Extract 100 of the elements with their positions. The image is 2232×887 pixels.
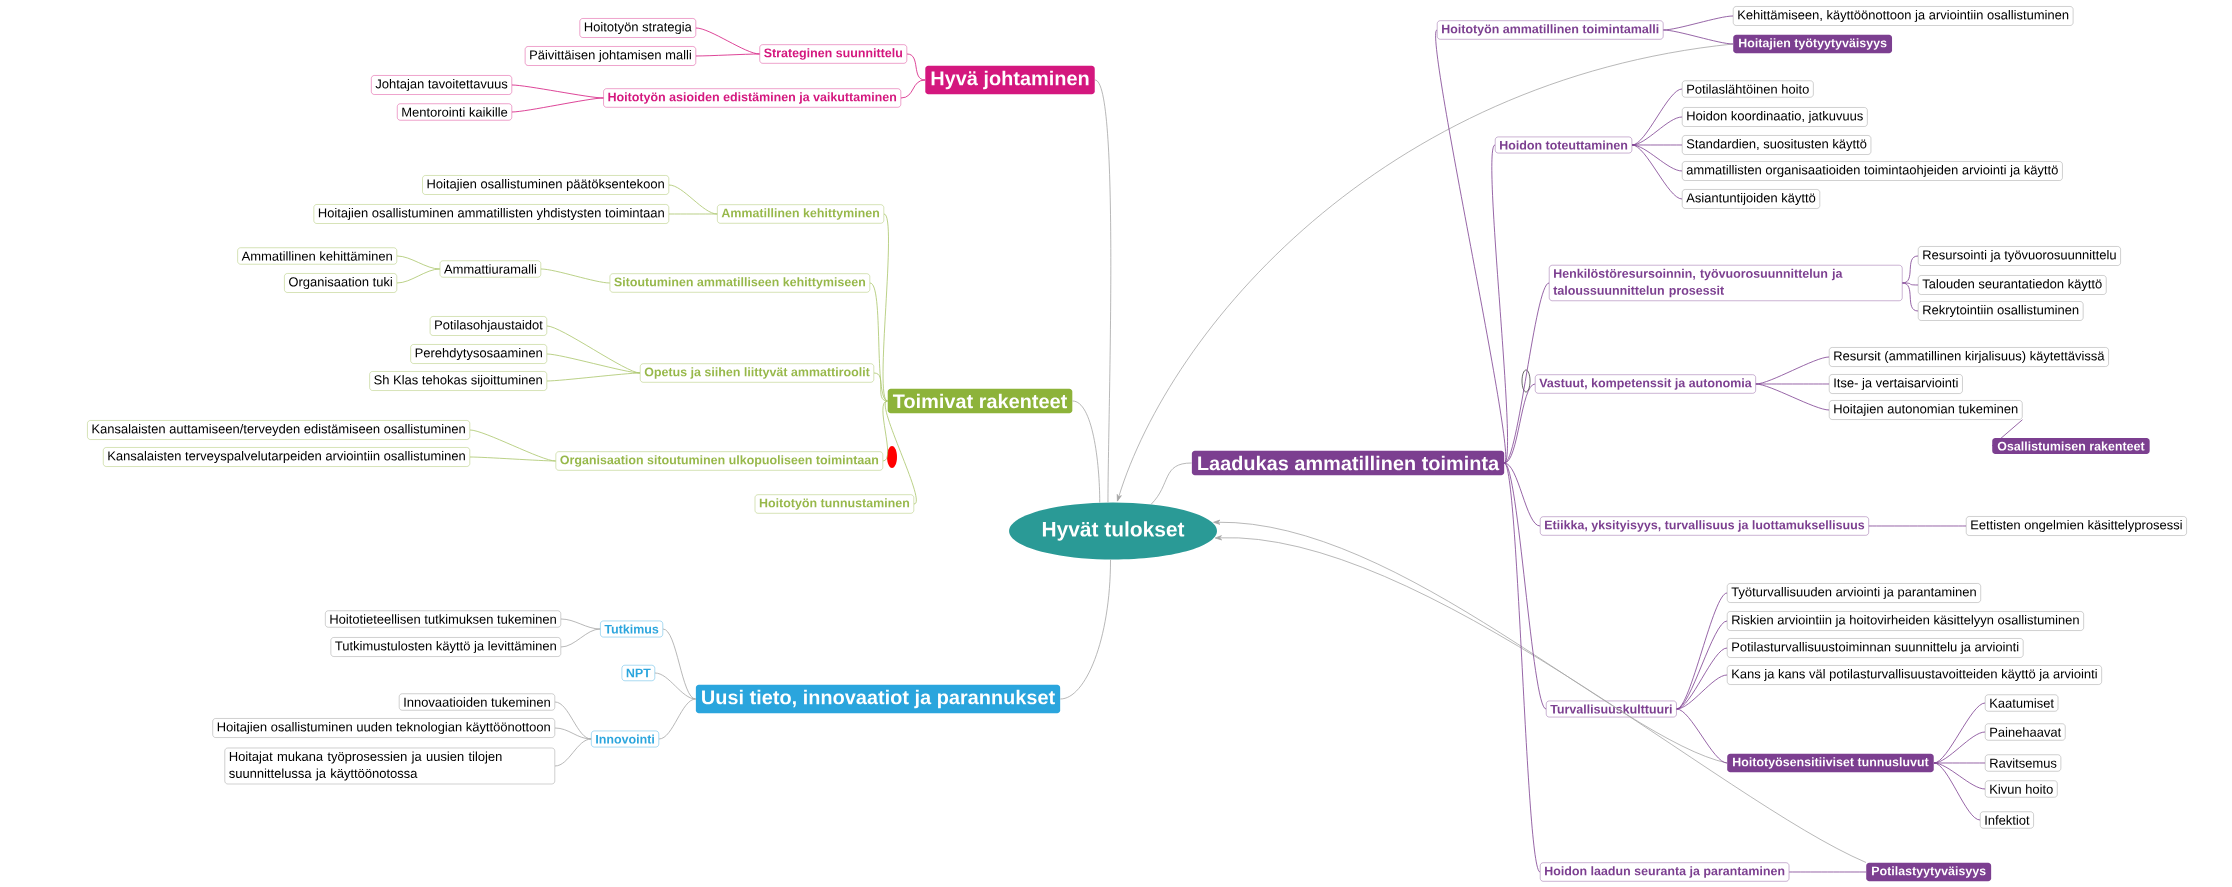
connector-line (884, 400, 917, 505)
connector-line (1663, 15, 1734, 31)
highlighted-topic-box: Potilastyytyväisyys (1866, 862, 1992, 882)
connector-line (1663, 29, 1734, 45)
topic-box: Ravitsemus (1985, 754, 2062, 772)
connector-line (654, 672, 697, 700)
highlighted-topic-box: Osallistumisen rakenteet (1992, 437, 2150, 455)
topic-box: Potilasohjaustaidot (429, 316, 547, 336)
connector-line (1676, 674, 1728, 710)
topic-box: Itse- ja vertaisarviointi (1829, 374, 1963, 394)
subtopic-box: Opetus ja siihen liittyvät ammattiroolit (640, 363, 874, 383)
topic-box: Perehdytysosaaminen (410, 344, 547, 364)
topic-box: Organisaation tuki (284, 273, 397, 293)
connector-line (1933, 762, 1986, 764)
connector-line (1503, 462, 1547, 710)
connector-line (560, 618, 601, 630)
subtopic-box: Hoidon toteuttaminen (1495, 136, 1633, 154)
connector-line (1676, 708, 1728, 764)
topic-box: Hoitajien osallistuminen ammatillisten yhdistysten toimintaan (313, 204, 669, 224)
connector-line (906, 53, 926, 81)
topic-box: Kehittämiseen, käyttöönottoon ja arviointiin osallistuminen (1733, 6, 2074, 26)
topic-box: Talouden seurantatiedon käyttö (1918, 275, 2107, 295)
subtopic-box: Vastuut, kompetenssit ja autonomia (1535, 374, 1756, 394)
topic-box: Ammatillinen kehittäminen (237, 247, 397, 265)
connector-line (1933, 762, 1981, 821)
subtopic-box: Hoitotyön tunnustaminen (754, 494, 914, 514)
subtopic-box: Turvallisuuskulttuuri (1546, 700, 1677, 718)
connector-line (1503, 383, 1536, 464)
topic-box: Hoitajien osallistuminen päätöksentekoon (422, 175, 669, 195)
subtopic-box: Hoidon laadun seuranta ja parantaminen (1540, 862, 1790, 882)
topic-box: Hoitajien osallistuminen uuden teknologian käyttöönottoon (212, 718, 555, 738)
subtopic-box: Hoitotyön ammatillinen toimintamalli (1437, 20, 1664, 40)
connector-line (1059, 559, 1111, 700)
topic-box: Potilasturvallisuustoiminnan suunnittelu ja arviointi (1727, 638, 2024, 658)
connector-line (1072, 400, 1101, 503)
subtopic-box: Etiikka, yksityisyys, turvallisuus ja luottamuksellisuus (1540, 516, 1869, 536)
connector-line (511, 97, 604, 113)
topic-box: Painehaavat (1985, 723, 2066, 741)
subtopic-box: Organisaation sitoutuminen ulkopuoliseen toimintaan (555, 451, 883, 471)
subtopic-box: Ammatillinen kehittyminen (717, 204, 884, 224)
connector-line (554, 738, 592, 767)
connector-line (1631, 144, 1683, 146)
connector-line (1788, 871, 1867, 873)
main-topic-box: Laadukas ammatillinen toiminta (1191, 450, 1505, 476)
highlighted-topic-box: Hoitajien työtyytyväisyys (1733, 34, 1893, 54)
connector-line (396, 268, 441, 284)
connector-line (1094, 79, 1112, 503)
topic-box: Standardien, suositusten käyttö (1682, 135, 1872, 155)
topic-box: Hoitotyön strategia (579, 18, 696, 38)
topic-box: Hoidon koordinaatio, jatkuvuus (1682, 107, 1868, 127)
topic-box: Kivun hoito (1985, 780, 2058, 798)
subtopic-box: Hoitotyön asioiden edistäminen ja vaikuttaminen (603, 88, 901, 108)
topic-box: Tutkimustulosten käyttö ja levittäminen (330, 637, 561, 657)
connector-line (668, 213, 718, 215)
main-topic-box: Uusi tieto, innovaatiot ja parannukset (695, 684, 1061, 714)
arrow (1116, 43, 1734, 502)
connector-line (1491, 144, 1508, 464)
topic-box: Kans ja kans väl potilasturvallisuustavoitteiden käyttö ja arviointi (1727, 665, 2102, 685)
topic-box: Mentorointi kaikille (397, 103, 512, 121)
connector-line (1150, 462, 1193, 505)
connector-line (1755, 383, 1830, 411)
connector-line (396, 255, 441, 270)
topic-box: Päivittäisen johtamisen malli (524, 46, 696, 66)
topic-box: Kansalaisten terveyspalvelutarpeiden arviointiin osallistuminen (103, 447, 470, 467)
connector-line (869, 282, 888, 402)
subtopic-box: Strateginen suunnittelu (759, 44, 907, 64)
arrow (1214, 535, 1867, 863)
topic-box: Työturvallisuuden arviointi ja parantaminen (1727, 583, 1981, 603)
connector-line (560, 628, 601, 648)
topic-box: Potilaslähtöinen hoito (1682, 80, 1814, 98)
topic-box: Kansalaisten auttamiseen/terveyden edistämiseen osallistuminen (87, 420, 470, 440)
connector-line (882, 213, 889, 402)
connector-line (882, 400, 889, 462)
topic-box: Sh Klas tehokas sijoittuminen (369, 371, 547, 391)
connector-line (1631, 144, 1683, 200)
connector-line (873, 372, 888, 402)
connector-line (1631, 144, 1683, 172)
topic-box: Rekrytointiin osallistuminen (1918, 301, 2084, 321)
topic-box: Hoitotieteellisen tutkimuksen tukeminen (325, 610, 561, 628)
connector-line (1503, 462, 1541, 527)
topic-box: Asiantuntijoiden käyttö (1682, 189, 1820, 209)
connector-line (469, 456, 557, 462)
topic-box: Infektiot (1980, 811, 2034, 829)
subtopic-box: Henkilöstöresursoinnin, työvuorosuunnittelun ja taloussuunnittelun prosessit (1549, 265, 1903, 301)
connector-line (1902, 282, 1919, 286)
connector-line (1503, 462, 1541, 873)
highlighted-topic-box: Hoitotyösensitiiviset tunnusluvut (1727, 753, 1934, 773)
topic-box: Resursit (ammatillinen kirjalisuus) käytettävissä (1829, 347, 2109, 367)
topic-box: Riskien arviointiin ja hoitovirheiden käsittelyyn osallistuminen (1727, 611, 2084, 631)
connector-line (1902, 282, 1919, 312)
subtopic-box: Innovointi (591, 730, 659, 748)
connector-line (546, 372, 641, 382)
main-topic-box: Toimivat rakenteet (887, 388, 1073, 414)
topic-box: Hoitajat mukana työprosessien ja uusien tilojen suunnittelussa ja käyttöönotossa (224, 747, 555, 785)
connector-line (900, 79, 926, 99)
topic-box: Kaatumiset (1985, 694, 2059, 712)
connector-line (1991, 419, 2023, 447)
topic-box: Eettisten ongelmien käsittelyprosessi (1966, 516, 2187, 536)
topic-box: Hoitajien autonomian tukeminen (1829, 400, 2023, 420)
connector-line (695, 53, 760, 57)
